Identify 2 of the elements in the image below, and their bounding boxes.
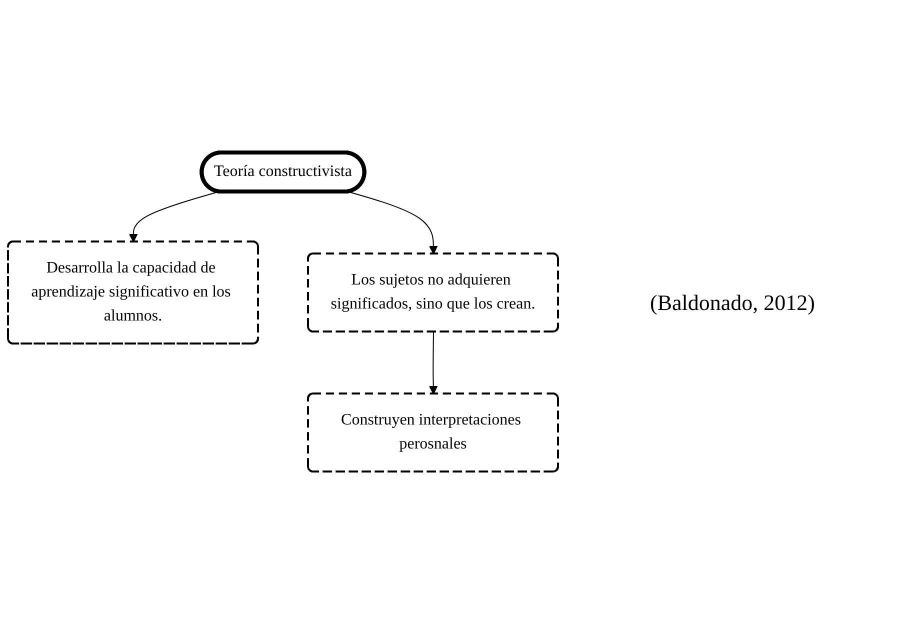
arrow	[428, 332, 438, 394]
citation-text: (Baldonado, 2012)	[650, 290, 816, 316]
